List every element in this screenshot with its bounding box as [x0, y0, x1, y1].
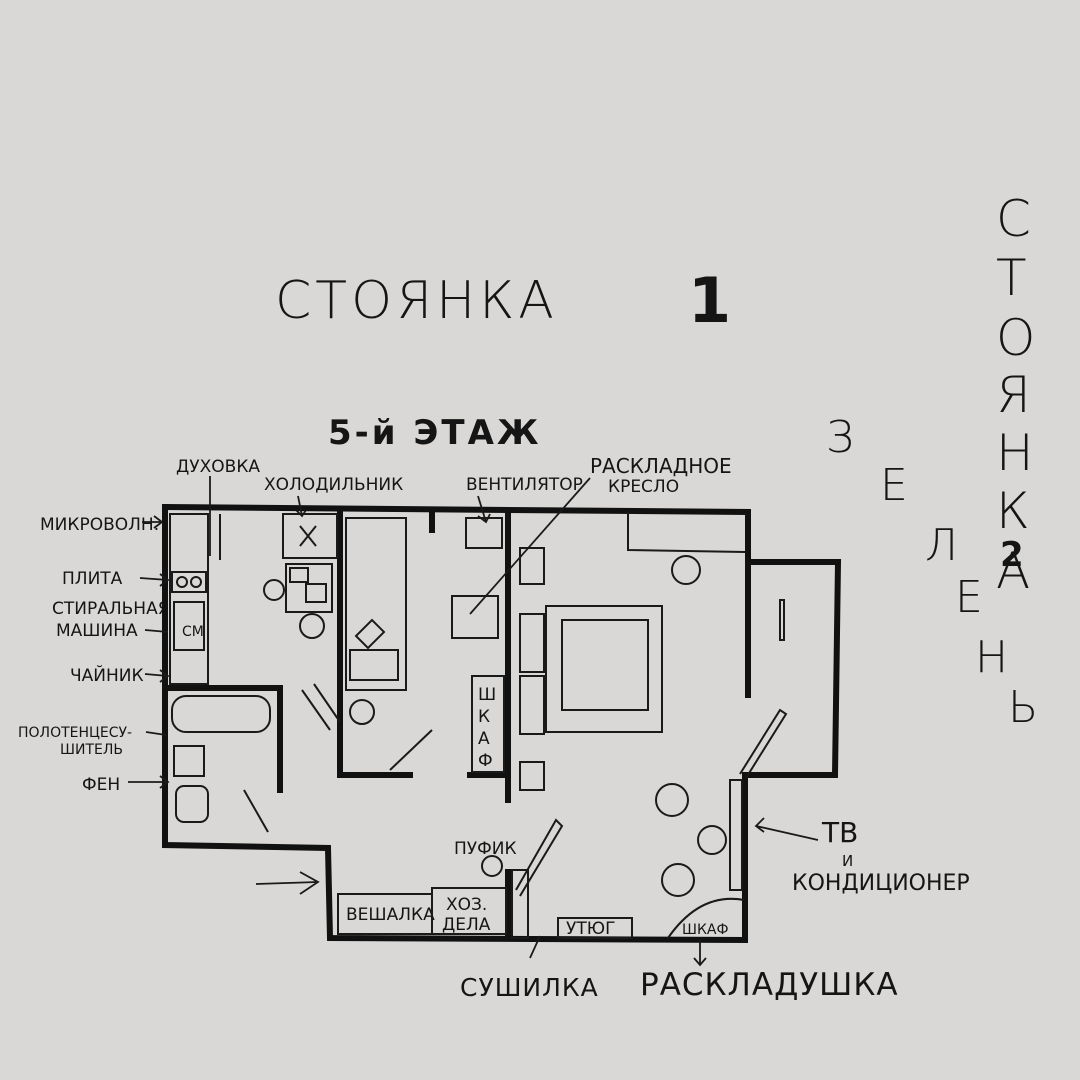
toilet-icon [175, 785, 209, 823]
floor-label: 5-й ЭТАЖ [328, 413, 542, 453]
microwave-label: МИКРОВОЛН. [40, 515, 159, 535]
kettle-label: ЧАЙНИК [70, 664, 144, 686]
annotation-arrows [128, 476, 819, 967]
tv-label-1: ТВ [821, 816, 858, 849]
hanger-label: ВЕШАЛКА [346, 905, 435, 925]
parking-2-letter: А [996, 542, 1030, 600]
folding-chair-label-2: КРЕСЛО [608, 477, 679, 497]
hairdryer-label: ФЕН [82, 775, 120, 795]
parking-1-number: 1 [688, 264, 731, 337]
parking-1-label: СТОЯНКА [275, 271, 558, 331]
iron-label: УТЮГ [566, 919, 615, 939]
washer-label-2: МАШИНА [56, 621, 138, 641]
greenery-letter: Л [925, 520, 958, 571]
sink-icon [173, 745, 205, 777]
wardrobe-icon [471, 675, 505, 773]
washer-abbr: СМ [182, 624, 204, 640]
wardrobe-letter: К [478, 707, 490, 727]
pouf-label: ПУФИК [454, 839, 517, 859]
bathtub-icon [171, 695, 271, 733]
door-icon [389, 729, 433, 771]
tv-label-2: И [842, 852, 853, 870]
chair-icon [299, 613, 325, 639]
towel-dryer-label-2: ШИТЕЛЬ [60, 742, 123, 758]
dryer-label: СУШИЛКА [460, 973, 599, 1002]
greenery-letter: З [826, 412, 854, 463]
wardrobe-small-label: ШКАФ [682, 922, 729, 938]
household-label-1: ХОЗ. [446, 895, 487, 915]
pouf-icon [481, 855, 503, 877]
chair-icon [263, 579, 285, 601]
parking-2-letter: К [996, 482, 1030, 540]
door-icon [301, 683, 341, 731]
parking-2-letter: О [996, 309, 1035, 367]
middle-room: Ш К А Ф [345, 517, 505, 773]
door-icon [515, 818, 564, 897]
parking-2-letter: Я [996, 366, 1031, 424]
oven-label: ДУХОВКА [176, 457, 260, 477]
greenery-label: З Е Л Е Н Ь [826, 412, 1038, 733]
fan-label: ВЕНТИЛЯТОР [466, 475, 583, 495]
door-icon [243, 789, 269, 833]
towel-dryer-label-1: ПОЛОТЕНЦЕСУ- [18, 725, 132, 741]
interior-walls [165, 509, 748, 941]
chair-icon [349, 699, 375, 725]
fridge-label: ХОЛОДИЛЬНИК [264, 475, 403, 495]
bed-icon [345, 517, 407, 691]
greenery-letter: Ь [1008, 682, 1038, 733]
double-bed-icon [545, 605, 663, 733]
entrance-arrow-icon [255, 871, 320, 895]
greenery-letter: Н [975, 632, 1008, 683]
dryer-icon [511, 869, 529, 939]
cot-label: РАСКЛАДУШКА [640, 967, 899, 1003]
washing-machine-icon [173, 601, 205, 651]
wardrobe-letter: А [478, 729, 490, 749]
tv-icon [729, 779, 743, 891]
parking-2-letter: С [996, 190, 1031, 248]
door-icon [667, 897, 745, 939]
household-box [431, 887, 507, 935]
bedroom [515, 512, 788, 939]
household-label-2: ДЕЛА [442, 915, 491, 935]
stove-label: ПЛИТА [62, 569, 123, 589]
parking-2-number: 2 [1000, 535, 1024, 575]
folding-chair-icon [451, 595, 499, 639]
door-icon [739, 708, 788, 779]
wardrobe-letter: Ш [478, 685, 496, 705]
folding-chair-label-1: РАСКЛАДНОЕ [590, 454, 732, 478]
kitchen-fixtures: СМ [169, 513, 341, 731]
parking-2-label: С Т О Я Н К А 2 [996, 190, 1035, 600]
wardrobe-letter: Ф [478, 751, 493, 771]
parking-2-letter: Н [996, 424, 1034, 482]
outer-walls [161, 503, 842, 944]
fridge-icon [282, 513, 338, 559]
bathroom-fixtures [171, 695, 271, 833]
washer-label-1: СТИРАЛЬНАЯ [52, 599, 170, 619]
tv-label-3: КОНДИЦИОНЕР [792, 871, 970, 896]
corridor: ВЕШАЛКА ХОЗ. ДЕЛА УТЮГ ШКАФ ПУФИК [255, 839, 729, 939]
parking-2-letter: Т [996, 249, 1027, 307]
greenery-letter: Е [880, 460, 908, 511]
iron-box [557, 917, 633, 939]
greenery-letter: Е [955, 572, 983, 623]
stove-icon [171, 571, 207, 593]
